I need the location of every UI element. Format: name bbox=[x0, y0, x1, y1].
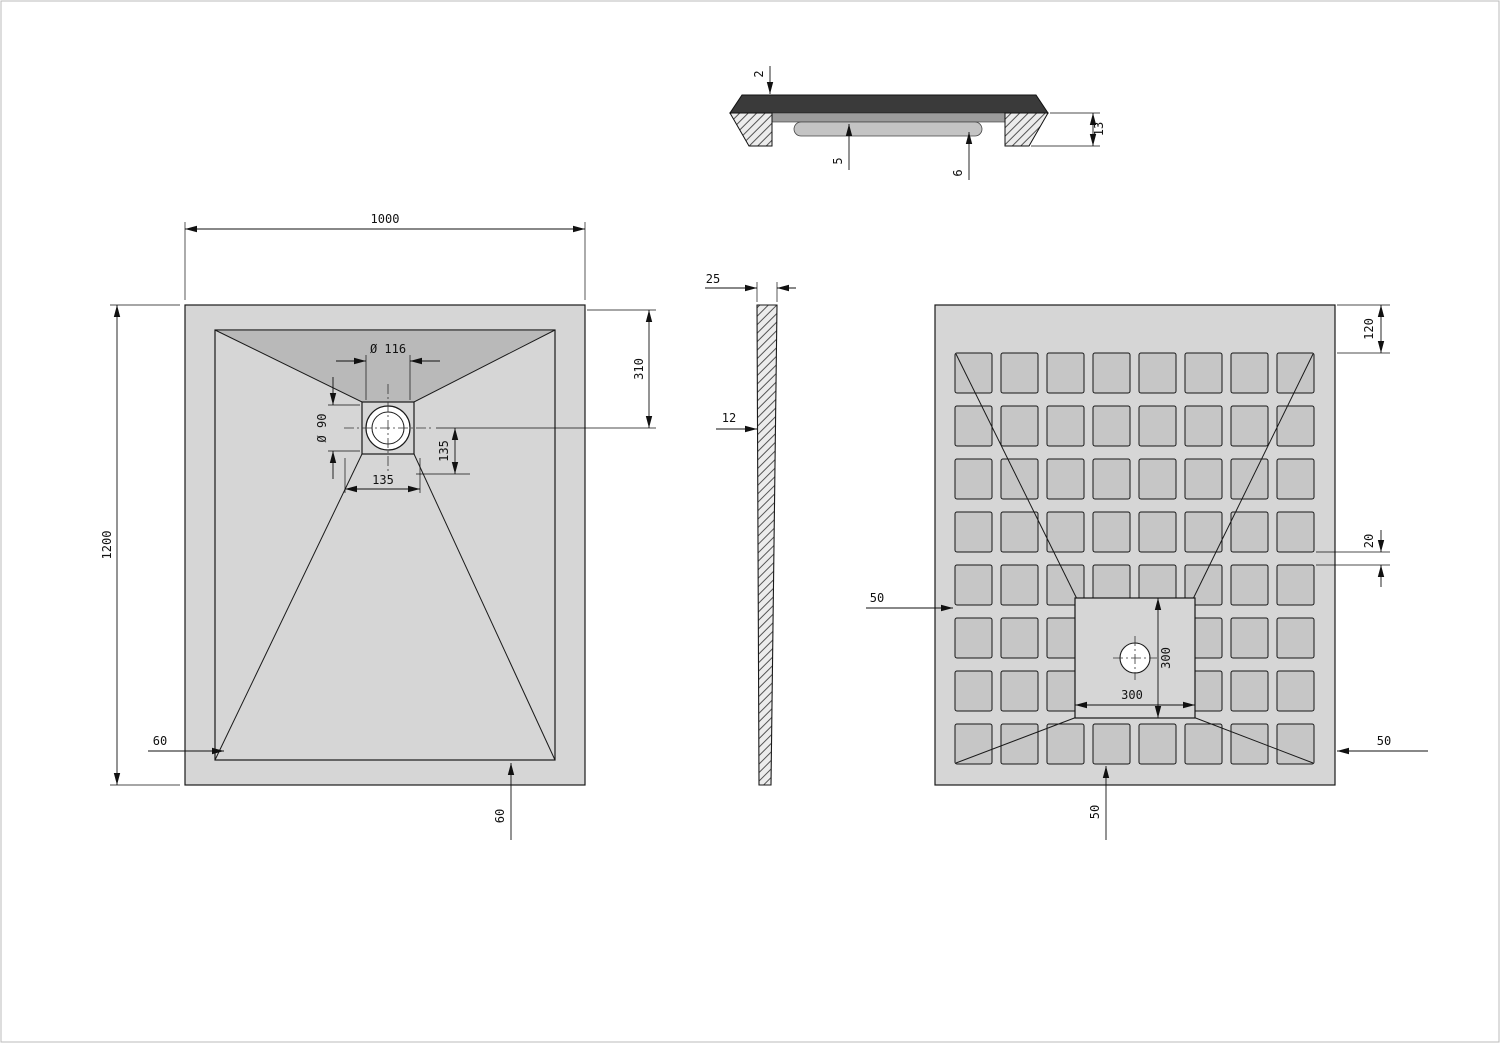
dim-section-top-thickness: 2 bbox=[752, 70, 766, 77]
rib-pocket bbox=[954, 723, 993, 765]
rib-pocket bbox=[1000, 405, 1039, 447]
slope-line-br bbox=[413, 453, 556, 761]
section-drain-plate bbox=[793, 121, 983, 137]
rib-pocket bbox=[1092, 352, 1131, 394]
section-under-band bbox=[771, 112, 1006, 123]
plan-view: 1000 1200 310 Ø 116 Ø 90 135 135 bbox=[100, 212, 656, 840]
dim-plan-width: 1000 bbox=[371, 212, 400, 226]
rib-pocket bbox=[1276, 564, 1315, 606]
dim-side-top-thickness: 25 bbox=[706, 272, 720, 286]
rib-pocket bbox=[1230, 458, 1269, 500]
rib-pocket bbox=[1138, 723, 1177, 765]
rib-pocket bbox=[1276, 723, 1315, 765]
dim-plan-rim-left: 60 bbox=[153, 734, 167, 748]
dim-plan-135-vertical: 135 bbox=[437, 440, 451, 462]
dim-section-recess-depth: 5 bbox=[831, 157, 845, 164]
rib-pocket bbox=[1184, 511, 1223, 553]
rib-pocket bbox=[1092, 458, 1131, 500]
rib-pocket bbox=[954, 670, 993, 712]
rib-pocket bbox=[1000, 352, 1039, 394]
rib-pocket bbox=[1000, 617, 1039, 659]
rib-pocket bbox=[954, 352, 993, 394]
dim-bottom-rib-gap: 20 bbox=[1362, 534, 1376, 548]
rib-pocket bbox=[1230, 670, 1269, 712]
rib-pocket bbox=[1276, 617, 1315, 659]
dim-bottom-right-margin: 50 bbox=[1377, 734, 1391, 748]
rib-pocket bbox=[1000, 670, 1039, 712]
rib-pocket bbox=[1000, 511, 1039, 553]
rib-pocket bbox=[1000, 564, 1039, 606]
rib-pocket bbox=[1230, 511, 1269, 553]
rib-pocket bbox=[1046, 458, 1085, 500]
dim-bottom-recess-width: 300 bbox=[1121, 688, 1143, 702]
section-left-wedge bbox=[729, 112, 773, 147]
rib-pocket bbox=[1092, 723, 1131, 765]
slope-diagonal-tl bbox=[955, 353, 1078, 600]
rib-pocket bbox=[1046, 511, 1085, 553]
dim-plan-drain-outer: Ø 116 bbox=[370, 342, 406, 356]
rib-pocket bbox=[1092, 511, 1131, 553]
rib-pocket bbox=[1138, 405, 1177, 447]
rib-pocket bbox=[1230, 723, 1269, 765]
rib-pocket bbox=[1184, 564, 1223, 606]
rib-pocket bbox=[1276, 352, 1315, 394]
dim-bottom-bottom-margin: 50 bbox=[1088, 805, 1102, 819]
rib-pocket bbox=[1184, 723, 1223, 765]
rib-pocket bbox=[1230, 617, 1269, 659]
dim-plan-height: 1200 bbox=[100, 531, 114, 560]
dim-side-mid-thickness: 12 bbox=[722, 411, 736, 425]
slope-line-bl bbox=[214, 453, 363, 761]
rib-pocket bbox=[1138, 458, 1177, 500]
dim-plan-rim-bottom: 60 bbox=[493, 809, 507, 823]
rib-pocket bbox=[1230, 564, 1269, 606]
dim-plan-135-horizontal: 135 bbox=[372, 473, 394, 487]
rib-pocket bbox=[1000, 723, 1039, 765]
rib-pocket bbox=[954, 617, 993, 659]
rib-pocket bbox=[954, 564, 993, 606]
rib-pocket bbox=[1276, 511, 1315, 553]
rib-pocket bbox=[1138, 352, 1177, 394]
section-right-wedge bbox=[1004, 112, 1049, 147]
rib-pocket bbox=[1230, 405, 1269, 447]
rib-pocket bbox=[954, 511, 993, 553]
side-view: 25 12 bbox=[705, 272, 796, 786]
rib-pocket bbox=[1276, 405, 1315, 447]
rib-pocket bbox=[1230, 352, 1269, 394]
rib-pocket bbox=[1184, 458, 1223, 500]
slope-diagonal-bl bbox=[955, 716, 1078, 764]
side-profile bbox=[756, 304, 778, 786]
rib-pocket bbox=[1046, 723, 1085, 765]
rib-pocket bbox=[1092, 405, 1131, 447]
rib-pocket bbox=[1276, 670, 1315, 712]
dim-bottom-left-margin: 50 bbox=[870, 591, 884, 605]
dim-plan-drain-offset: 310 bbox=[632, 358, 646, 380]
rib-pocket bbox=[1184, 352, 1223, 394]
rib-pocket bbox=[954, 405, 993, 447]
rib-pocket bbox=[1276, 458, 1315, 500]
rib-pocket bbox=[1138, 511, 1177, 553]
dim-section-total-thickness: 13 bbox=[1092, 122, 1106, 136]
rib-pocket bbox=[954, 458, 993, 500]
bottom-view: 120 20 50 50 50 300 300 bbox=[866, 304, 1428, 840]
dim-plan-drain-inner: Ø 90 bbox=[315, 414, 329, 443]
dim-section-step-depth: 6 bbox=[951, 169, 965, 176]
rib-pocket bbox=[1184, 405, 1223, 447]
slope-diagonal-tr bbox=[1192, 353, 1314, 600]
rib-pocket bbox=[1000, 458, 1039, 500]
section-view: 2 5 6 13 bbox=[729, 66, 1106, 180]
dim-bottom-top-margin: 120 bbox=[1362, 318, 1376, 340]
slope-diagonal-br bbox=[1192, 716, 1314, 764]
rib-pocket bbox=[1046, 405, 1085, 447]
rib-pocket bbox=[1046, 352, 1085, 394]
section-top-band bbox=[729, 94, 1049, 114]
dim-bottom-recess-height: 300 bbox=[1159, 647, 1173, 669]
